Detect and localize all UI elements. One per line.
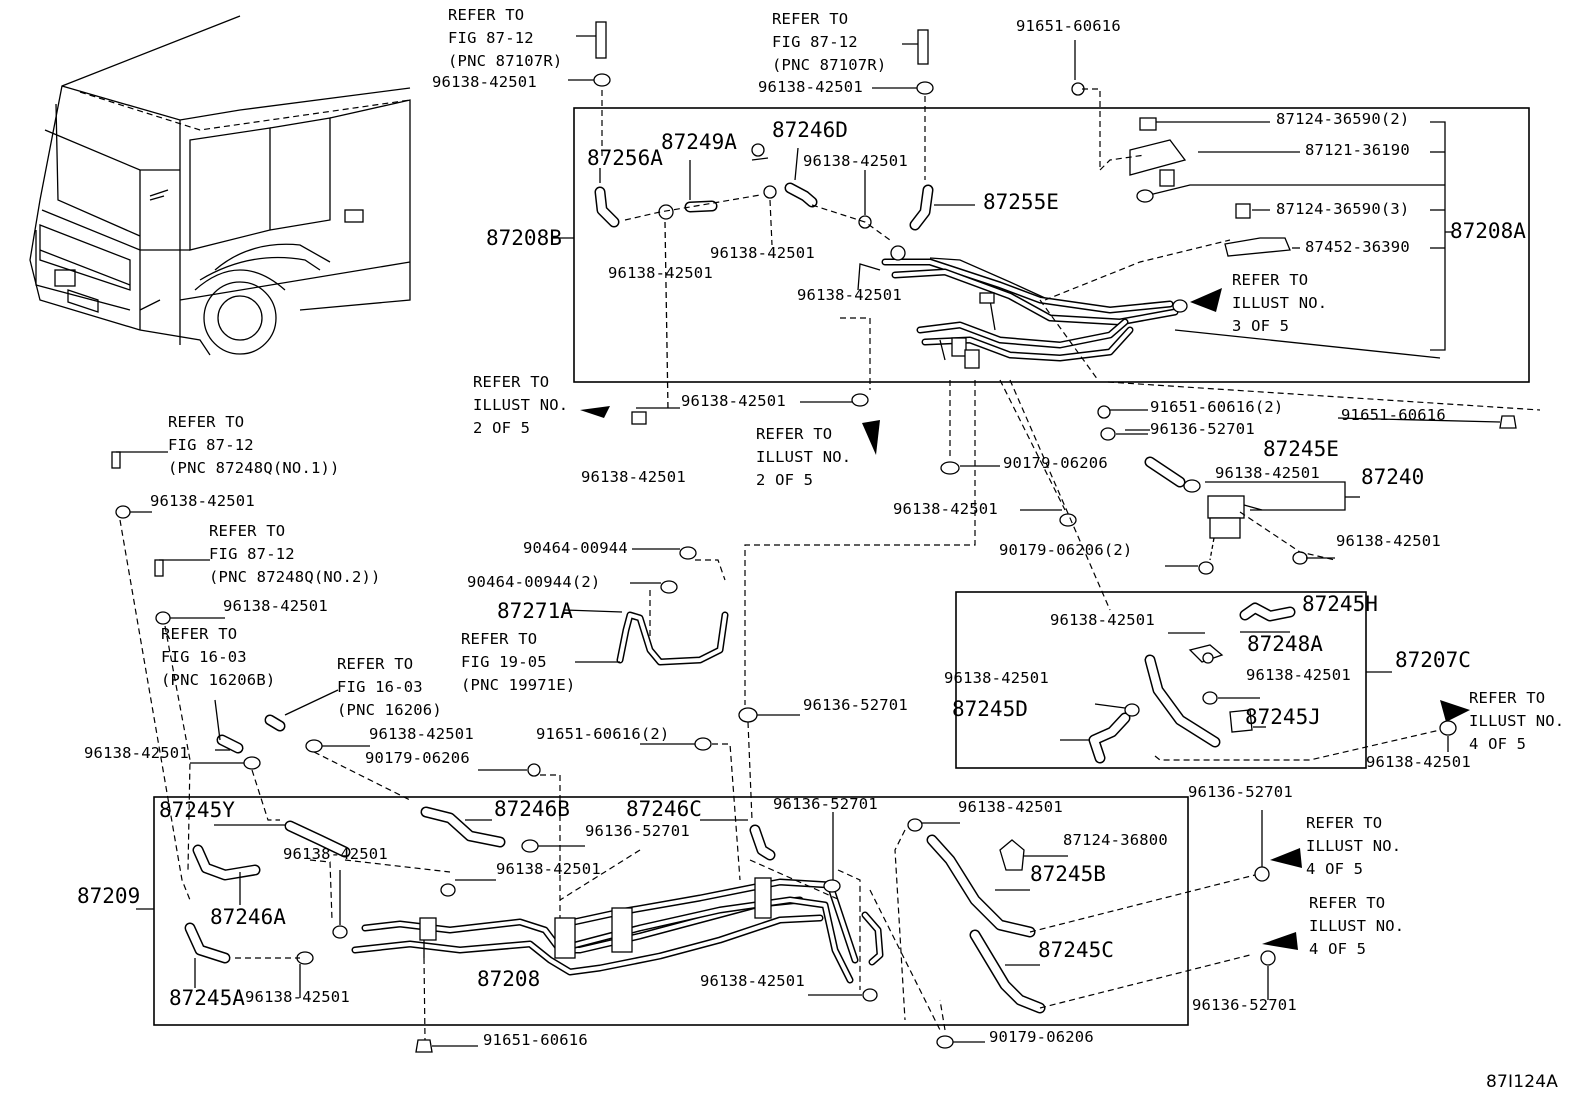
part-96138-42501-b1: 96138-42501 [958, 798, 1063, 816]
part-91651-60616-2-a: 91651-60616(2) [1150, 398, 1284, 416]
part-96138-42501-r1: 96138-42501 [1336, 532, 1441, 550]
asm-87245c: 87245C [1038, 938, 1114, 962]
valve-assembly-87240 [1144, 456, 1360, 575]
part-96138-42501-u1: 96138-42501 [803, 152, 908, 170]
part-96138-42501-b3: 96138-42501 [496, 860, 601, 878]
part-96138-42501-m3: 96138-42501 [581, 468, 686, 486]
upper-assembly-frame [573, 107, 1530, 383]
asm-87245h: 87245H [1302, 592, 1378, 616]
part-96136-52701-m2: 96136-52701 [803, 696, 908, 714]
part-96136-52701-m1: 96136-52701 [1150, 420, 1255, 438]
part-96138-42501-top-b: 96138-42501 [758, 78, 863, 96]
part-91651-60616-bottom: 91651-60616 [483, 1031, 588, 1049]
asm-87208a: 87208A [1450, 219, 1526, 243]
part-91651-60616-right: 91651-60616 [1341, 406, 1446, 424]
refer-fig-19-05: REFER TO FIG 19-05 (PNC 19971E) [461, 630, 576, 694]
asm-87246c: 87246C [626, 797, 702, 821]
part-90464-00944: 90464-00944 [523, 539, 628, 557]
asm-87246d: 87246D [772, 118, 848, 142]
part-87124-36590-3: 87124-36590(3) [1276, 200, 1410, 218]
part-96138-42501-u3: 96138-42501 [608, 264, 713, 282]
asm-87245j: 87245J [1245, 705, 1321, 729]
part-96138-42501-m4: 96138-42501 [893, 500, 998, 518]
part-96138-42501-l4: 96138-42501 [84, 744, 189, 762]
asm-87256a: 87256A [587, 146, 663, 170]
lower-hoses [184, 806, 1256, 1041]
part-91651-60616-top: 91651-60616 [1016, 17, 1121, 35]
asm-87245a: 87245A [169, 986, 245, 1010]
rod-87271a [564, 546, 729, 666]
part-90464-00944-2: 90464-00944(2) [467, 573, 601, 591]
figure-id: 87I124A [1486, 1072, 1559, 1092]
part-96136-52701-b2: 96136-52701 [585, 822, 690, 840]
part-87124-36590-2: 87124-36590(2) [1276, 110, 1410, 128]
part-96138-42501-r3: 96138-42501 [1246, 666, 1351, 684]
part-96138-42501-u4: 96138-42501 [797, 286, 902, 304]
part-90179-06206-b: 90179-06206 [365, 749, 470, 767]
part-96138-42501-top-a: 96138-42501 [432, 73, 537, 91]
part-87121-36190: 87121-36190 [1305, 141, 1410, 159]
refer-illust-4-of-5-a: REFER TO ILLUST NO. 4 OF 5 [1469, 689, 1565, 753]
part-90179-06206-a: 90179-06206 [1003, 454, 1108, 472]
asm-87255e: 87255E [983, 190, 1059, 214]
part-96136-52701-b1: 96136-52701 [773, 795, 878, 813]
part-96138-42501-b5: 96138-42501 [245, 988, 350, 1006]
asm-87245d: 87245D [952, 697, 1028, 721]
refer-fig-16-03-b: REFER TO FIG 16-03 (PNC 16206) [337, 655, 442, 719]
asm-87208b: 87208B [486, 226, 562, 250]
hoses-87207c [1060, 602, 1441, 764]
part-96138-42501-l1: 96138-42501 [150, 492, 255, 510]
part-96138-42501-r2: 96138-42501 [1050, 611, 1155, 629]
lower-assembly-frame [153, 796, 1189, 1026]
part-96138-42501-m2: 96138-42501 [1215, 464, 1320, 482]
asm-87208: 87208 [477, 967, 541, 991]
part-96138-42501-b2: 96138-42501 [283, 845, 388, 863]
part-87452-36390: 87452-36390 [1305, 238, 1410, 256]
part-96138-42501-u2: 96138-42501 [710, 244, 815, 262]
refer-illust-4-of-5-b: REFER TO ILLUST NO. 4 OF 5 [1306, 814, 1402, 878]
asm-87248a: 87248A [1247, 632, 1323, 656]
asm-87209: 87209 [77, 884, 141, 908]
refer-fig-87-12-d: REFER TO FIG 87-12 (PNC 87248Q(NO.2)) [209, 522, 381, 586]
asm-87249a: 87249A [661, 130, 737, 154]
refer-fig-87-12-a: REFER TO FIG 87-12 (PNC 87107R) [448, 6, 563, 70]
part-96138-42501-r5: 96138-42501 [1366, 753, 1471, 771]
asm-87240: 87240 [1361, 465, 1425, 489]
part-87124-36800: 87124-36800 [1063, 831, 1168, 849]
asm-87245y: 87245Y [159, 798, 235, 822]
part-96138-42501-r4: 96138-42501 [944, 669, 1049, 687]
asm-87207c: 87207C [1395, 648, 1471, 672]
refer-fig-16-03-a: REFER TO FIG 16-03 (PNC 16206B) [161, 625, 276, 689]
asm-87271a: 87271A [497, 599, 573, 623]
asm-87246a: 87246A [210, 905, 286, 929]
refer-illust-2-of-5-b: REFER TO ILLUST NO. 2 OF 5 [756, 425, 852, 489]
refer-illust-4-of-5-c: REFER TO ILLUST NO. 4 OF 5 [1309, 894, 1405, 958]
part-96138-42501-m1: 96138-42501 [681, 392, 786, 410]
vehicle-illustration [29, 15, 411, 356]
refer-illust-3-of-5: REFER TO ILLUST NO. 3 OF 5 [1232, 271, 1328, 335]
assembly-87207c-frame [955, 591, 1367, 769]
part-96138-42501-l2: 96138-42501 [223, 597, 328, 615]
refer-fig-87-12-b: REFER TO FIG 87-12 (PNC 87107R) [772, 10, 887, 74]
refer-illust-2-of-5-a: REFER TO ILLUST NO. 2 OF 5 [473, 373, 569, 437]
asm-87245b: 87245B [1030, 862, 1106, 886]
asm-87246b: 87246B [494, 797, 570, 821]
part-90179-06206-2: 90179-06206(2) [999, 541, 1133, 559]
part-96138-42501-b4: 96138-42501 [700, 972, 805, 990]
part-96136-52701-r1: 96136-52701 [1188, 783, 1293, 801]
refer-fig-87-12-c: REFER TO FIG 87-12 (PNC 87248Q(NO.1)) [168, 413, 340, 477]
part-91651-60616-2-b: 91651-60616(2) [536, 725, 670, 743]
upper-pipe-bundle [857, 239, 1441, 369]
part-96136-52701-r2: 96136-52701 [1192, 996, 1297, 1014]
part-90179-06206-bottom: 90179-06206 [989, 1028, 1094, 1046]
asm-87245e: 87245E [1263, 437, 1339, 461]
part-96138-42501-l3: 96138-42501 [369, 725, 474, 743]
